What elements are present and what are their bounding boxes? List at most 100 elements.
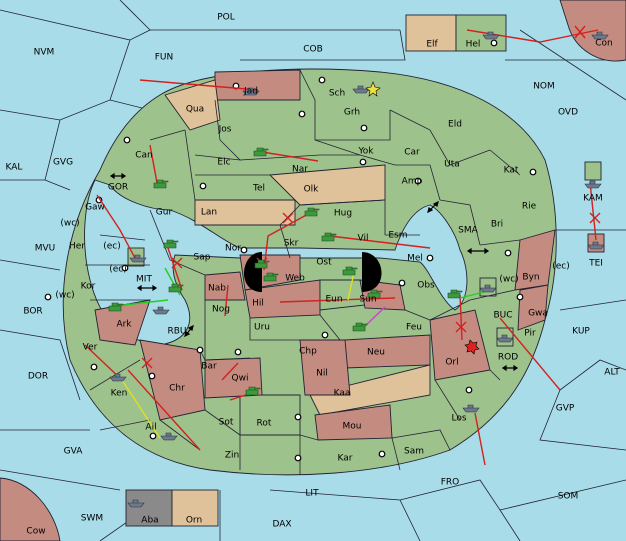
label-eun: Eun bbox=[325, 295, 342, 305]
fleet-tei bbox=[587, 241, 605, 250]
label-hil: Hil bbox=[252, 299, 264, 309]
label-buc: BUC bbox=[493, 311, 512, 321]
double-arrow-gor bbox=[109, 172, 127, 180]
sc-can bbox=[123, 136, 131, 144]
double-arrow-mit bbox=[136, 284, 158, 292]
sc-mel bbox=[426, 254, 434, 262]
army-mit bbox=[168, 283, 184, 293]
label-sap: Sap bbox=[194, 253, 211, 263]
label-uru: Uru bbox=[254, 323, 270, 333]
fleet-con bbox=[591, 31, 609, 40]
label-mit: MIT bbox=[136, 275, 152, 285]
fleet-buc bbox=[479, 284, 497, 293]
label-alt: ALT bbox=[604, 368, 620, 378]
label-vil: Vil bbox=[358, 234, 369, 244]
province-elf[interactable] bbox=[405, 14, 457, 52]
province-orn[interactable] bbox=[171, 489, 219, 527]
province-lan[interactable] bbox=[194, 199, 296, 226]
army-web bbox=[263, 272, 279, 282]
label-elc: Elc bbox=[217, 158, 230, 168]
label-esm: Esm bbox=[388, 231, 407, 241]
fleet-jad bbox=[242, 87, 260, 96]
label-cob: COB bbox=[303, 45, 323, 55]
province-gwa[interactable] bbox=[517, 284, 549, 331]
sc-rot bbox=[294, 413, 302, 421]
canal-arrows bbox=[109, 172, 519, 372]
label-dor: DOR bbox=[28, 372, 48, 382]
label-kam: KAM bbox=[583, 194, 603, 204]
label-mou: Mou bbox=[343, 422, 362, 432]
province-nab[interactable] bbox=[204, 271, 246, 301]
coast-tag-ec3: (ec) bbox=[552, 262, 570, 272]
double-arrow-rbu bbox=[184, 324, 194, 338]
sc-kar bbox=[378, 450, 386, 458]
label-tel: Tel bbox=[252, 184, 265, 194]
label-qua: Qua bbox=[186, 105, 204, 115]
province-aba[interactable] bbox=[125, 489, 173, 527]
sc-qwi bbox=[234, 348, 242, 356]
label-swm: SWM bbox=[81, 514, 103, 524]
coast-tag-ec1: (ec) bbox=[103, 242, 121, 252]
army-vil bbox=[321, 232, 337, 242]
label-qwi: Qwi bbox=[232, 374, 249, 384]
sc-los bbox=[465, 386, 473, 394]
label-car: Car bbox=[404, 148, 420, 158]
province-kaa[interactable] bbox=[309, 364, 431, 416]
label-fun: FUN bbox=[155, 53, 174, 63]
label-her: Her bbox=[69, 242, 85, 252]
strait-west bbox=[243, 252, 262, 292]
province-kam[interactable] bbox=[584, 161, 602, 181]
label-sam: Sam bbox=[404, 447, 424, 457]
label-fro: FRO bbox=[441, 478, 460, 488]
label-rie: Rie bbox=[522, 202, 537, 212]
label-sun: Sun bbox=[359, 295, 376, 305]
label-som: SOM bbox=[558, 492, 579, 502]
army-sap bbox=[163, 239, 179, 249]
label-gaw: Gaw bbox=[85, 203, 105, 213]
sc-chr bbox=[148, 372, 156, 380]
label-aba: Aba bbox=[141, 516, 158, 526]
fleet-mit bbox=[129, 254, 147, 263]
label-rbu: RBU bbox=[167, 327, 186, 337]
label-ark: Ark bbox=[116, 320, 132, 330]
army-ost bbox=[342, 266, 358, 276]
armies bbox=[108, 147, 463, 396]
army-feu bbox=[352, 322, 368, 332]
double-arrow-sma bbox=[427, 200, 439, 214]
label-olk: Olk bbox=[304, 185, 320, 195]
label-hug: Hug bbox=[334, 209, 352, 219]
army-hug bbox=[304, 207, 320, 217]
label-skr: Skr bbox=[284, 239, 299, 249]
army-obs bbox=[447, 289, 463, 299]
coast-tag-wc2: (wc) bbox=[55, 291, 74, 301]
fleets bbox=[109, 31, 609, 508]
label-kor: Kor bbox=[81, 282, 96, 292]
province-rot[interactable] bbox=[239, 394, 301, 436]
sc-ail bbox=[149, 432, 157, 440]
label-ken: Ken bbox=[111, 389, 128, 399]
fleet-hel bbox=[482, 31, 500, 40]
fleet-kam bbox=[584, 180, 602, 189]
label-gvp: GVP bbox=[556, 404, 575, 414]
fleet-aba bbox=[127, 499, 145, 508]
label-nog: Nog bbox=[212, 305, 230, 315]
label-zin: Zin bbox=[225, 451, 239, 461]
army-nor bbox=[254, 259, 270, 269]
markers bbox=[365, 81, 480, 355]
label-ost: Ost bbox=[316, 258, 332, 268]
sc-kor bbox=[44, 293, 52, 301]
sc-kat bbox=[529, 168, 537, 176]
label-rod: ROD bbox=[498, 353, 518, 363]
army-elc bbox=[253, 147, 269, 157]
army-ark bbox=[108, 302, 124, 312]
coast-tag-ec2: (ec) bbox=[109, 265, 127, 275]
label-mvu: MVU bbox=[35, 244, 56, 254]
label-kaa: Kaa bbox=[334, 389, 351, 399]
province-neu[interactable] bbox=[344, 334, 431, 369]
sc-chp bbox=[321, 331, 329, 339]
label-obs: Obs bbox=[417, 281, 435, 291]
label-ver: Ver bbox=[83, 343, 98, 353]
label-web: Web bbox=[285, 274, 305, 284]
label-gor: GOR bbox=[108, 183, 128, 193]
double-arrow-rod bbox=[501, 364, 519, 372]
